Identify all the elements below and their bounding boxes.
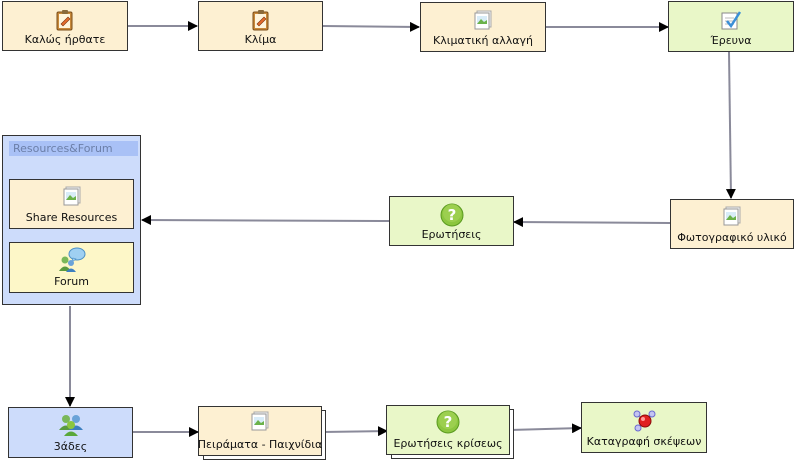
activity-label: Καλώς ήρθατε <box>24 33 106 46</box>
molecule-icon <box>631 408 657 436</box>
group-title: Resources&Forum <box>9 141 138 156</box>
activity-welcome[interactable]: Καλώς ήρθατε <box>2 1 128 51</box>
wire-critical-thoughts <box>509 423 582 434</box>
activity-label: 3άδες <box>53 440 88 453</box>
activity-label: Forum <box>54 275 89 288</box>
svg-text:?: ? <box>444 413 453 431</box>
activity-label: Ερωτήσεις κρίσεως <box>393 437 503 450</box>
activity-survey[interactable]: Έρευνα <box>668 1 794 52</box>
notepad-icon <box>251 9 271 35</box>
question-icon: ? <box>436 410 460 438</box>
activity-label: Κλιματική αλλαγή <box>433 34 533 47</box>
notepad-icon <box>55 9 75 35</box>
wire-survey-photo <box>725 51 736 199</box>
activity-climate[interactable]: Κλίμα <box>198 1 323 51</box>
activity-share-resources[interactable]: Share Resources <box>9 179 134 229</box>
activity-critical-questions[interactable]: ? Ερωτήσεις κρίσεως <box>386 405 510 455</box>
activity-thought-recording[interactable]: Καταγραφή σκέψεων <box>581 402 707 453</box>
forum-icon <box>58 247 86 277</box>
activity-forum[interactable]: Forum <box>9 242 134 293</box>
image-icon <box>721 205 743 231</box>
activity-label: Ερωτήσεις <box>421 228 482 241</box>
activity-experiments-games[interactable]: Πειράματα - Παιχνίδια <box>198 406 322 456</box>
activity-label: Share Resources <box>25 211 118 224</box>
activity-label: Καταγραφή σκέψεων <box>586 435 702 448</box>
image-icon <box>61 185 83 211</box>
activity-label: Κλίμα <box>244 33 277 46</box>
wire-questions-group <box>141 215 390 226</box>
wire-experiments-critical <box>322 426 388 437</box>
activity-label: Έρευνα <box>710 34 752 47</box>
activity-teams[interactable]: 3άδες <box>8 407 133 458</box>
group-people-icon <box>57 413 85 441</box>
question-icon: ? <box>440 203 464 231</box>
activity-photo-material[interactable]: Φωτογραφικό υλικό <box>670 199 794 249</box>
activity-questions[interactable]: ? Ερωτήσεις <box>389 196 514 246</box>
image-icon <box>249 410 271 436</box>
activity-climate-change[interactable]: Κλιματική αλλαγή <box>420 2 546 52</box>
svg-text:?: ? <box>447 206 456 224</box>
survey-check-icon <box>719 9 743 35</box>
wire-climate-change <box>322 21 420 32</box>
wire-photo-questions <box>513 217 671 228</box>
image-icon <box>472 9 494 35</box>
activity-label: Πειράματα - Παιχνίδια <box>197 438 323 451</box>
activity-label: Φωτογραφικό υλικό <box>677 231 787 244</box>
